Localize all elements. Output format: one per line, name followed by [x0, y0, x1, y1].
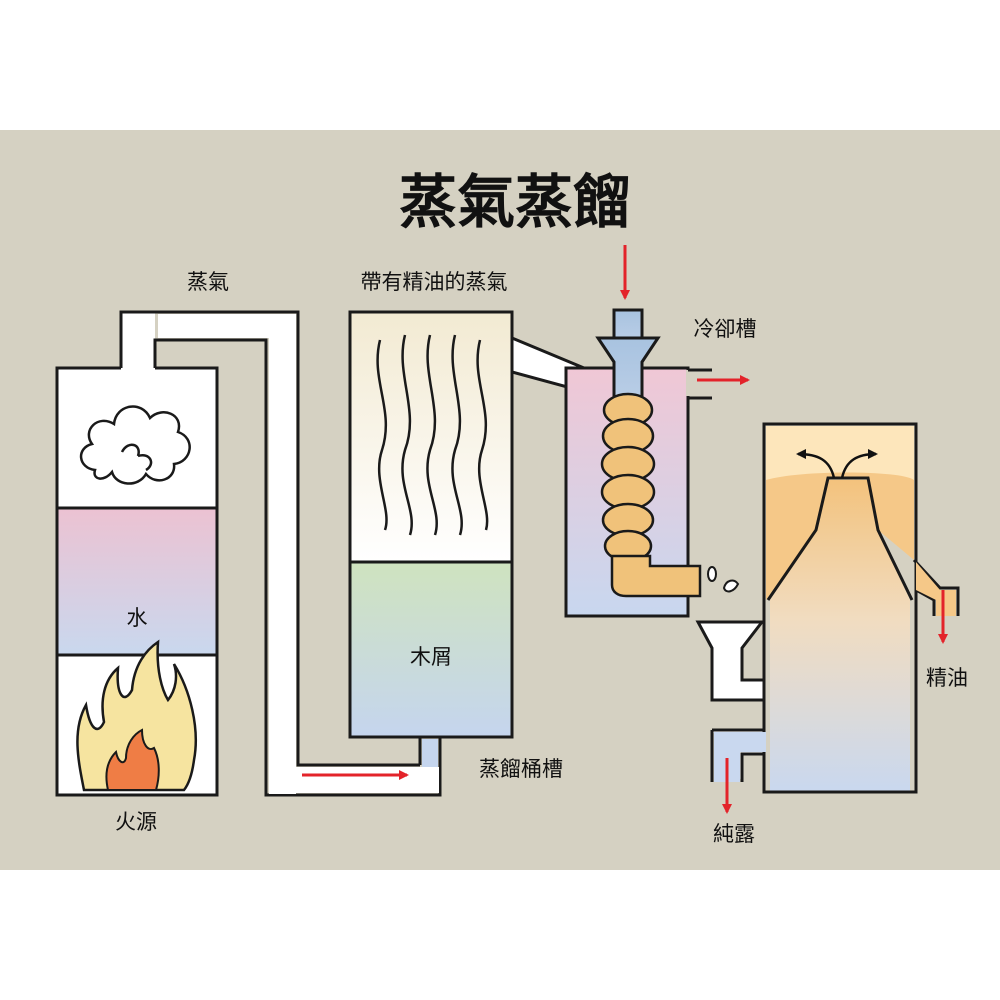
- label-water: 水: [127, 606, 148, 630]
- steam-cloud-icon: [79, 405, 191, 485]
- oil-outlet-fill: [916, 562, 956, 616]
- fire-icon: [76, 639, 197, 792]
- label-fire-source: 火源: [115, 810, 157, 834]
- label-steam-with-oil: 帶有精油的蒸氣: [361, 270, 508, 294]
- separator-inner-walls: [766, 476, 914, 601]
- label-hydrosol: 純露: [713, 822, 755, 846]
- label-essential-oil: 精油: [926, 666, 968, 690]
- oil-outlet-inner: [915, 588, 936, 616]
- diagram-title: 蒸氣蒸餾: [399, 168, 631, 236]
- separator-outline: [762, 422, 918, 794]
- steam-pipe-fill-down: [269, 314, 296, 794]
- oil-layer: [766, 472, 914, 600]
- pipe-join: [419, 767, 439, 793]
- separator-headspace: [766, 426, 914, 480]
- flow-arrow-icon: [302, 245, 948, 814]
- drip: [722, 579, 740, 593]
- oil-outlet: [912, 558, 960, 616]
- label-cooling-tank: 冷卻槽: [694, 317, 757, 341]
- drip: [707, 566, 717, 582]
- label-sawdust: 木屑: [410, 645, 452, 669]
- oil-steam-waves: [376, 334, 489, 536]
- steam-pipe-fill-bottom: [269, 767, 419, 793]
- steam-pipe: [119, 310, 420, 797]
- label-still-tank: 蒸餾桶槽: [479, 757, 563, 781]
- hydrosol-outlet-fill: [714, 732, 766, 752]
- label-steam: 蒸氣: [187, 270, 229, 294]
- separator-flow-arrows: [796, 449, 878, 479]
- condenser-coil: [600, 392, 702, 598]
